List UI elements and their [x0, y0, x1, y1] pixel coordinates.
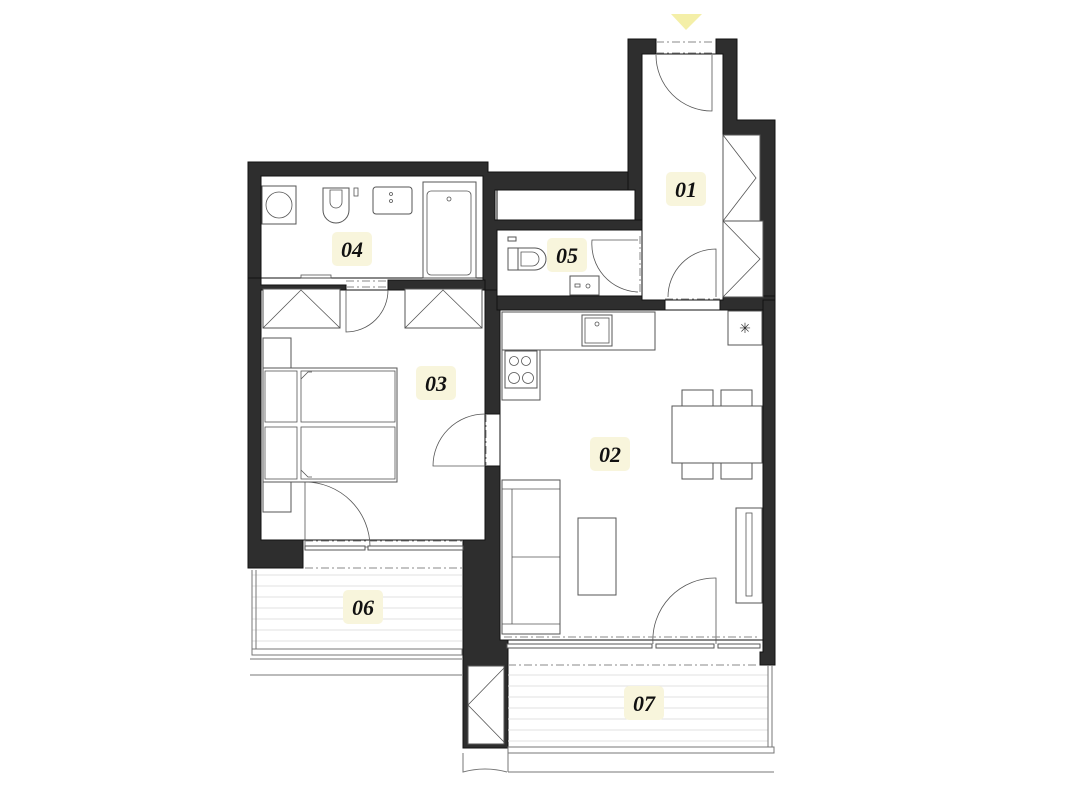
storage-niche — [496, 189, 636, 221]
terrace-gate — [462, 753, 508, 773]
bedroom-balcony-door[interactable] — [304, 545, 366, 551]
bath-door-swing[interactable] — [345, 289, 389, 333]
bath-faucet — [353, 187, 359, 197]
room-label-05: 05 — [547, 238, 587, 272]
nightstand-top — [262, 337, 292, 369]
terrace-storage — [467, 665, 505, 745]
hall-wardrobe-1 — [722, 134, 761, 222]
double-bed — [262, 367, 398, 483]
bath-sink — [372, 186, 413, 215]
room-label-02: 02 — [590, 437, 630, 471]
room-label-text-01: 01 — [675, 177, 697, 202]
room-label-04: 04 — [332, 232, 372, 266]
cooktop — [504, 350, 538, 389]
bath-radiator — [300, 274, 332, 279]
toilet-05-handsink — [569, 275, 600, 296]
nightstand-bottom — [262, 481, 292, 513]
bedroom-wardrobe-left — [262, 288, 341, 329]
toilet-door-swing[interactable] — [591, 239, 639, 293]
tv-unit — [735, 507, 763, 604]
room-label-text-05: 05 — [556, 243, 578, 268]
bath-washing-machine — [261, 185, 297, 225]
bath-toilet — [322, 187, 350, 224]
dining-set — [671, 389, 763, 480]
bath-bathtub — [422, 181, 477, 279]
room-label-text-06: 06 — [352, 595, 374, 620]
room-label-01: 01 — [666, 172, 706, 206]
room-label-text-04: 04 — [341, 237, 363, 262]
coffee-table — [577, 517, 617, 596]
kitchen-sink — [581, 314, 613, 347]
terrace-door[interactable] — [655, 643, 715, 649]
room-label-06: 06 — [343, 590, 383, 624]
sofa — [501, 479, 561, 635]
bedroom-wardrobe-right — [404, 288, 483, 329]
hall-wardrobe-2 — [722, 220, 764, 298]
room-label-text-07: 07 — [633, 691, 656, 716]
entrance-arrow-icon — [671, 14, 702, 30]
living-window — [506, 643, 653, 649]
svg-text:✳: ✳ — [739, 321, 751, 337]
kitchen-counter — [501, 311, 656, 351]
hall-wardrobe-1-door — [722, 134, 757, 222]
bedroom-balcony-door-swing[interactable] — [304, 481, 371, 548]
room-label-07: 07 — [624, 686, 664, 720]
room-label-text-03: 03 — [425, 371, 447, 396]
entry-door-swing[interactable] — [655, 54, 713, 112]
terrace-door-swing[interactable] — [652, 577, 717, 645]
room-label-03: 03 — [416, 366, 456, 400]
room-label-text-02: 02 — [599, 442, 621, 467]
hall-wardrobe-2-door — [722, 220, 761, 298]
bedroom-window — [367, 545, 464, 551]
wall-toilet-bottom — [496, 295, 666, 311]
living-window-right — [717, 643, 761, 649]
hall-living-door-swing[interactable] — [667, 248, 717, 298]
bedroom-door-swing[interactable] — [432, 413, 486, 467]
boiler: ✳ — [727, 310, 763, 346]
toilet-05-wc — [507, 236, 547, 271]
